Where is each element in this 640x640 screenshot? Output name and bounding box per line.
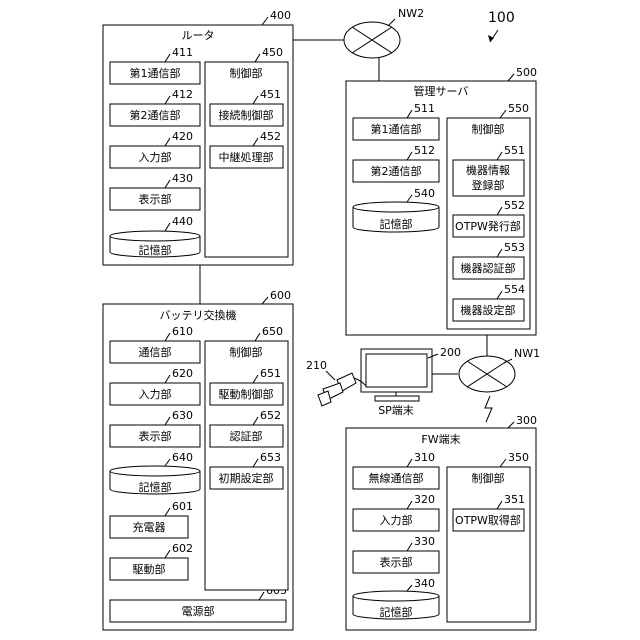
mgmt-server-box: 管理サーバ 500 第1通信部 511 第2通信部 512 記憶部 540 制御… <box>346 66 537 335</box>
battery-auth-label: 認証部 <box>230 429 263 443</box>
fw-otpw-get-ref: 351 <box>504 493 525 506</box>
battery-station-box: バッテリ交換機 600 通信部 610 入力部 620 表示部 630 記憶部 … <box>103 289 293 630</box>
battery-station-ref: 600 <box>270 289 291 302</box>
router-comm1-ref: 411 <box>172 46 193 59</box>
fw-display-ref: 330 <box>414 535 435 548</box>
sp-terminal-label: SP端末 <box>378 403 414 417</box>
fw-terminal-box: FW端末 300 無線通信部 310 入力部 320 表示部 330 記憶部 3… <box>346 414 537 630</box>
sp-keyboard-icon <box>375 396 419 401</box>
server-device-auth-ref: 553 <box>504 241 525 254</box>
server-device-info-ref: 551 <box>504 144 525 157</box>
scanner-ref: 210 <box>306 359 327 372</box>
server-storage-label: 記憶部 <box>380 217 413 231</box>
fw-wireless-ref: 310 <box>414 451 435 464</box>
battery-drive-ref: 602 <box>172 542 193 555</box>
system-ref-number: 100 <box>488 10 515 26</box>
nw1-label: NW1 <box>514 347 540 360</box>
barcode-scanner-icon <box>318 373 366 406</box>
battery-control-label: 制御部 <box>230 345 263 359</box>
battery-input-ref: 620 <box>172 367 193 380</box>
server-storage-ref: 540 <box>414 187 435 200</box>
router-title: ルータ <box>182 29 215 42</box>
battery-comm-ref: 610 <box>172 325 193 338</box>
battery-display-label: 表示部 <box>139 429 172 443</box>
fw-input-label: 入力部 <box>380 513 413 527</box>
network-nw2: NW2 <box>344 7 424 58</box>
fw-storage-ref: 340 <box>414 577 435 590</box>
router-ref: 400 <box>270 9 291 22</box>
server-otpw-issue-label: OTPW発行部 <box>455 219 521 233</box>
battery-init-setup-ref: 653 <box>260 451 281 464</box>
router-display-ref: 430 <box>172 172 193 185</box>
battery-station-title: バッテリ交換機 <box>160 308 237 322</box>
server-device-auth-label: 機器認証部 <box>461 261 516 275</box>
server-control-ref: 550 <box>508 102 529 115</box>
router-conn-control-ref: 451 <box>260 88 281 101</box>
sp-terminal: SP端末 200 210 <box>306 346 461 417</box>
system-ref: 100 <box>488 10 515 42</box>
router-input-label: 入力部 <box>139 150 172 164</box>
fw-storage-label: 記憶部 <box>380 605 413 619</box>
battery-drive-label: 駆動部 <box>133 562 166 576</box>
router-display-label: 表示部 <box>139 192 172 206</box>
battery-display-ref: 630 <box>172 409 193 422</box>
router-control-ref: 450 <box>262 46 283 59</box>
server-control-label: 制御部 <box>472 122 505 136</box>
fw-control-ref: 350 <box>508 451 529 464</box>
battery-charger-label: 充電器 <box>133 520 166 534</box>
battery-storage-ref: 640 <box>172 451 193 464</box>
battery-drive-control-label: 駆動制御部 <box>219 387 274 401</box>
server-comm2-label: 第2通信部 <box>371 164 422 178</box>
battery-charger-ref: 601 <box>172 500 193 513</box>
router-relay-ref: 452 <box>260 130 281 143</box>
battery-control-ref: 650 <box>262 325 283 338</box>
router-conn-control-label: 接続制御部 <box>219 108 274 122</box>
router-storage-ref: 440 <box>172 215 193 228</box>
battery-auth-ref: 652 <box>260 409 281 422</box>
router-box: ルータ 400 第1通信部 411 第2通信部 412 入力部 420 表示部 … <box>103 9 293 265</box>
battery-input-label: 入力部 <box>139 387 172 401</box>
fw-wireless-label: 無線通信部 <box>369 471 424 485</box>
battery-storage-label: 記憶部 <box>139 480 172 494</box>
server-otpw-issue-ref: 552 <box>504 199 525 212</box>
mgmt-server-title: 管理サーバ <box>414 84 469 98</box>
fw-display-label: 表示部 <box>380 555 413 569</box>
sp-terminal-ref: 200 <box>440 346 461 359</box>
server-comm2-ref: 512 <box>414 144 435 157</box>
battery-drive-control-ref: 651 <box>260 367 281 380</box>
fw-control-box <box>447 467 530 622</box>
fw-control-label: 制御部 <box>472 471 505 485</box>
server-device-info-label-2: 登録部 <box>472 178 505 192</box>
router-comm2-label: 第2通信部 <box>130 108 181 122</box>
fw-terminal-ref: 300 <box>516 414 537 427</box>
server-device-setup-label: 機器設定部 <box>461 303 516 317</box>
router-input-ref: 420 <box>172 130 193 143</box>
router-comm2-ref: 412 <box>172 88 193 101</box>
router-relay-label: 中継処理部 <box>219 150 274 164</box>
router-storage-label: 記憶部 <box>139 243 172 257</box>
battery-init-setup-label: 初期設定部 <box>219 471 274 485</box>
server-comm1-label: 第1通信部 <box>371 122 422 136</box>
fw-terminal-title: FW端末 <box>421 432 460 446</box>
router-comm1-label: 第1通信部 <box>130 66 181 80</box>
system-ref-arrow-icon <box>488 35 494 42</box>
fw-input-ref: 320 <box>414 493 435 506</box>
nw2-label: NW2 <box>398 7 424 20</box>
wireless-link-icon <box>485 396 492 422</box>
server-device-setup-ref: 554 <box>504 283 525 296</box>
server-device-info-label-1: 機器情報 <box>466 163 510 177</box>
fw-otpw-get-label: OTPW取得部 <box>455 513 521 527</box>
nw2-leader <box>388 19 395 26</box>
battery-power-label: 電源部 <box>182 604 215 618</box>
server-comm1-ref: 511 <box>414 102 435 115</box>
battery-comm-label: 通信部 <box>139 345 172 359</box>
mgmt-server-ref: 500 <box>516 66 537 79</box>
network-nw1: NW1 <box>459 347 540 392</box>
router-control-label: 制御部 <box>230 66 263 80</box>
